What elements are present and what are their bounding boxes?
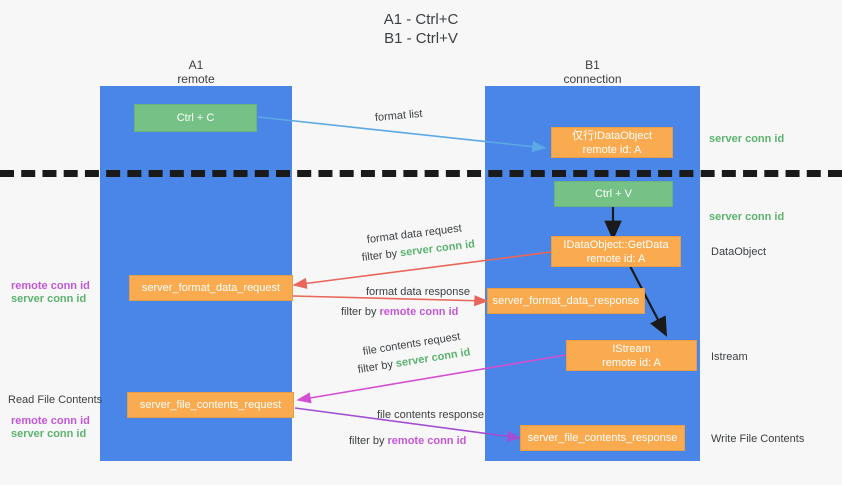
node-ctrl-c[interactable]: Ctrl + C <box>134 104 257 132</box>
title-line-2: B1 - Ctrl+V <box>384 30 458 47</box>
left-label-read-file-contents: Read File Contents <box>8 394 103 406</box>
label-file-contents-request-filter-prefix: filter by <box>356 358 397 376</box>
node-ctrl-v[interactable]: Ctrl + V <box>554 181 673 207</box>
right-label-server-conn-id-mid: server conn id <box>709 211 785 223</box>
node-ctrl-c-label: Ctrl + C <box>176 112 215 124</box>
node-idataobject-label: 仅行IDataObject <box>571 129 653 142</box>
left-label-server-conn-id-2: server conn id <box>11 428 87 440</box>
node-idataobject-getdata-label: IDataObject::GetData <box>563 238 669 251</box>
node-idataobject-getdata-sub: remote id: A <box>586 252 646 265</box>
label-format-data-response-filter: filter by remote conn id <box>341 305 458 320</box>
right-label-istream: Istream <box>711 351 748 363</box>
node-idataobject-getdata[interactable]: IDataObject::GetData remote id: A <box>551 236 681 267</box>
node-istream-label: IStream <box>612 342 651 355</box>
column-header-b1: B1 connection <box>485 58 700 86</box>
node-server-file-contents-request[interactable]: server_file_contents_request <box>127 392 294 418</box>
node-server-file-contents-response-label: server_file_contents_response <box>527 432 678 444</box>
label-format-data-response-filter-value: remote conn id <box>379 306 459 318</box>
left-label-remote-conn-id-1: remote conn id <box>11 280 90 292</box>
label-format-data-response: format data response <box>366 286 470 298</box>
title-line-1: A1 - Ctrl+C <box>383 11 459 28</box>
clipboard-boundary-divider <box>0 170 842 177</box>
column-b1-role: connection <box>563 72 622 86</box>
column-a1-name: A1 <box>188 58 204 72</box>
label-format-data-request-filter-prefix: filter by <box>361 247 401 264</box>
left-label-remote-conn-id-2: remote conn id <box>11 415 90 427</box>
label-format-data-response-filter-prefix: filter by <box>341 306 380 318</box>
node-server-file-contents-request-label: server_file_contents_request <box>139 399 282 411</box>
node-server-file-contents-response[interactable]: server_file_contents_response <box>520 425 685 451</box>
label-file-contents-response: file contents response <box>377 409 485 421</box>
node-istream[interactable]: IStream remote id: A <box>566 340 697 371</box>
right-label-dataobject: DataObject <box>711 246 767 258</box>
label-file-contents-response-filter-value: remote conn id <box>387 435 467 447</box>
left-label-server-conn-id-1: server conn id <box>11 293 87 305</box>
column-b1-name: B1 <box>585 58 600 72</box>
node-ctrl-v-label: Ctrl + V <box>595 188 632 200</box>
node-idataobject-sub: remote id: A <box>582 143 642 156</box>
right-label-write-file-contents: Write File Contents <box>711 433 805 445</box>
label-format-list: format list <box>374 107 423 124</box>
column-a1-role: remote <box>177 72 215 86</box>
node-server-format-data-request-label: server_format_data_request <box>141 282 281 294</box>
diagram-title: A1 - Ctrl+C B1 - Ctrl+V <box>0 10 842 48</box>
column-header-a1: A1 remote <box>100 58 292 86</box>
node-server-format-data-response-label: server_format_data_response <box>492 295 640 307</box>
node-istream-sub: remote id: A <box>602 356 661 369</box>
node-server-format-data-response[interactable]: server_format_data_response <box>487 288 645 314</box>
node-server-format-data-request[interactable]: server_format_data_request <box>129 275 293 301</box>
label-file-contents-response-filter: filter by remote conn id <box>349 434 466 449</box>
right-label-server-conn-id-top: server conn id <box>709 133 785 145</box>
node-idataobject[interactable]: 仅行IDataObject remote id: A <box>551 127 673 158</box>
label-file-contents-response-filter-prefix: filter by <box>349 435 388 447</box>
